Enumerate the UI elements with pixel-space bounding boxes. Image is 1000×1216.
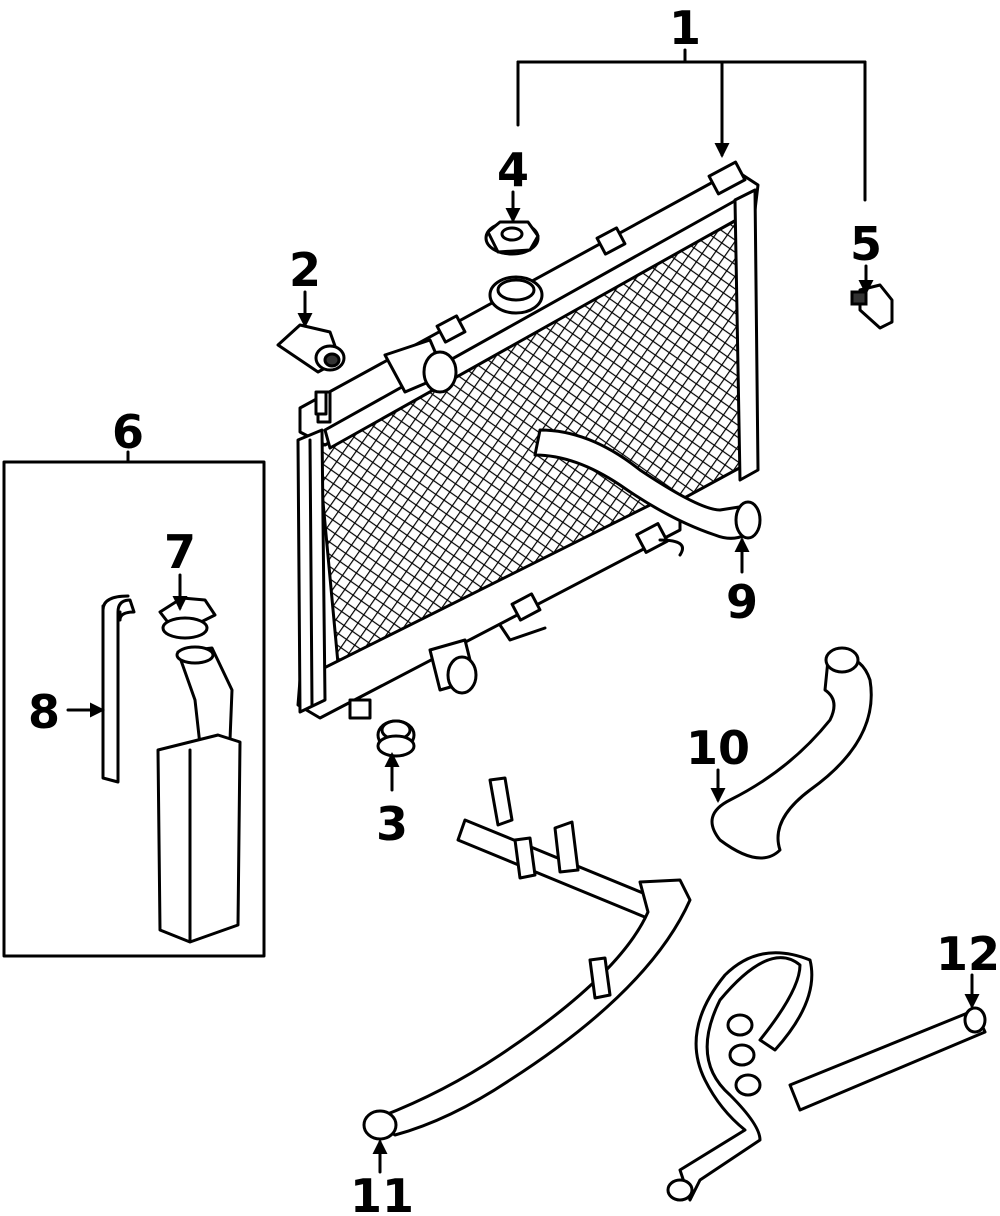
radiator-assembly bbox=[296, 160, 760, 720]
part-5-drain-cock bbox=[850, 283, 894, 330]
callout-11: 11 bbox=[350, 1169, 414, 1216]
part-12-bypass-hoses bbox=[666, 951, 987, 1202]
part-11-water-pipe bbox=[362, 776, 692, 1141]
part-7-reservoir-cap bbox=[158, 596, 217, 640]
callout-4: 4 bbox=[497, 143, 529, 197]
callout-6: 6 bbox=[112, 405, 144, 459]
callout-5: 5 bbox=[850, 217, 882, 271]
reservoir-kit-box bbox=[2, 460, 266, 958]
part-2-cap bbox=[276, 323, 346, 374]
reservoir-tank bbox=[156, 645, 242, 944]
part-8-overflow-hose bbox=[101, 598, 136, 784]
part-10-lower-hose bbox=[710, 656, 873, 860]
callout-2: 2 bbox=[289, 243, 321, 297]
callout-10: 10 bbox=[686, 721, 750, 775]
callout-1: 1 bbox=[669, 1, 701, 55]
leader-lines bbox=[66, 48, 980, 1174]
callout-7: 7 bbox=[164, 525, 196, 579]
part-3-grommet bbox=[376, 719, 416, 758]
callout-labels: 1 2 3 4 5 6 7 8 9 10 11 12 bbox=[28, 1, 1000, 1216]
part-4-radiator-cap bbox=[484, 220, 540, 256]
callout-12: 12 bbox=[936, 927, 1000, 981]
callout-8: 8 bbox=[28, 685, 60, 739]
callout-9: 9 bbox=[726, 575, 758, 629]
callout-3: 3 bbox=[376, 797, 408, 851]
